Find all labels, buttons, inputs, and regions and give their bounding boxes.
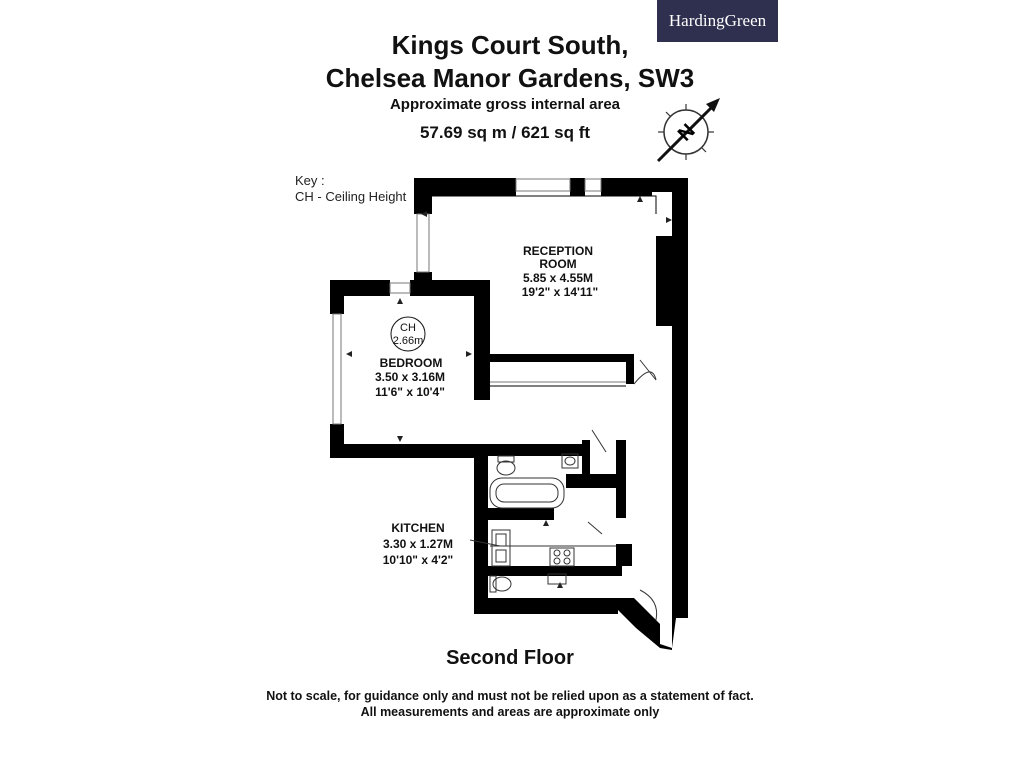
disclaimer-line-1: Not to scale, for guidance only and must… — [266, 689, 754, 703]
kitchen-metric: 3.30 x 1.27M — [383, 537, 453, 551]
reception-imperial: 19'2" x 14'11" — [522, 285, 598, 299]
internal-walls — [474, 354, 634, 614]
key-title: Key : — [295, 173, 325, 188]
area-label: Approximate gross internal area — [389, 96, 621, 113]
reception-name-line-1: RECEPTION — [523, 244, 593, 258]
ceiling-height-marker — [390, 316, 426, 352]
property-title-line-1: Kings Court South, — [391, 30, 629, 60]
kitchen-fixtures — [469, 529, 616, 585]
bathroom-fixtures — [489, 453, 579, 593]
entrance-wall — [618, 592, 688, 650]
reception-metric: 5.85 x 4.55M — [523, 271, 593, 285]
reception-name-line-2: ROOM — [539, 257, 576, 271]
reception-windows — [416, 178, 602, 273]
reception-walls — [414, 178, 688, 592]
radiator-markers — [346, 196, 672, 588]
area-value: 57.69 sq m / 621 sq ft — [419, 123, 591, 142]
door-swings — [587, 359, 658, 621]
compass-icon: N — [656, 98, 720, 163]
ceiling-height-value: 2.66m — [393, 335, 424, 347]
bedroom-windows — [332, 282, 411, 425]
kitchen-name: KITCHEN — [391, 521, 444, 535]
bedroom-imperial: 11'6" x 10'4" — [375, 385, 445, 399]
bedroom-walls — [330, 280, 490, 458]
ceiling-height-label: CH — [400, 322, 416, 334]
property-title-line-2: Chelsea Manor Gardens, SW3 — [325, 63, 695, 93]
bedroom-metric: 3.50 x 3.16M — [375, 370, 445, 384]
bedroom-name: BEDROOM — [380, 356, 443, 370]
floor-label: Second Floor — [446, 647, 574, 669]
disclaimer-line-2: All measurements and areas are approxima… — [360, 705, 660, 719]
key-entry: CH - Ceiling Height — [295, 189, 407, 204]
kitchen-imperial: 10'10" x 4'2" — [383, 553, 453, 567]
brand-logo: HardingGreen — [657, 0, 778, 42]
